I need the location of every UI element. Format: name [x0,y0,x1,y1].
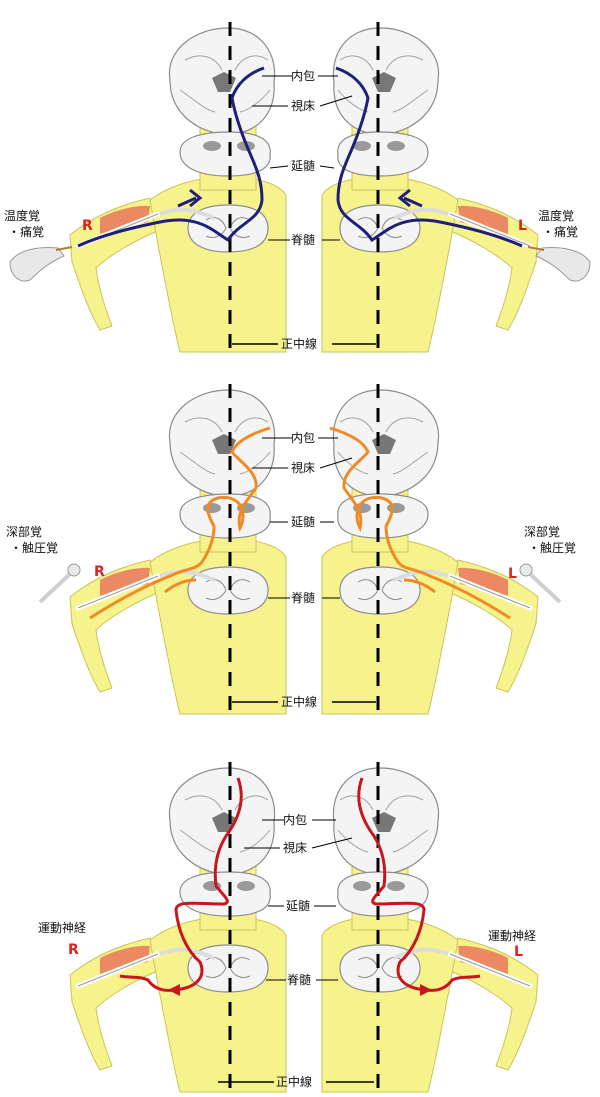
label-thalamus: 視床 [291,98,315,113]
label-right: R [68,942,79,958]
label-internal-capsule: 内包 [291,69,315,83]
sensation-label-left-line2: ・触圧覚 [528,541,576,555]
sensation-label-left-line2: ・痛覚 [542,224,578,239]
label-internal-capsule: 内包 [291,431,315,445]
label-right: R [94,564,105,580]
sensation-label-left-line1: 温度覚 [538,208,574,223]
label-spinal-cord: 脊髄 [287,972,311,987]
label-spinal-cord: 脊髄 [291,232,315,247]
pathway-right [77,66,265,248]
label-medulla: 延髄 [291,514,315,529]
label-left: L [508,566,517,582]
label-thalamus: 視床 [291,460,315,475]
label-group: 内包 視床 延髄 脊髄 正中線 R L 深部覚 ・触圧覚 深部覚 ・触圧覚 [6,431,576,709]
label-thalamus: 視床 [283,840,307,855]
pathway-right [119,777,243,992]
label-left: L [518,218,527,234]
label-left: L [514,944,523,960]
sensation-label-right-line1: 運動神経 [38,921,86,935]
sensation-label-right-line1: 温度覚 [4,208,40,223]
label-midline: 正中線 [281,336,317,351]
sensation-label-right-line1: 深部覚 [6,524,42,539]
figure-left-side [322,22,538,352]
label-medulla: 延髄 [286,898,310,913]
sensation-label-left-line1: 運動神経 [488,929,536,943]
pathway-right [89,426,271,620]
sensation-label-right-line2: ・痛覚 [8,224,44,239]
label-midline: 正中線 [281,694,317,709]
hand-stimulus-left [527,246,591,282]
pathway-left [335,66,523,248]
vibration-stimulus-left [519,563,562,604]
label-spinal-cord: 脊髄 [291,590,315,605]
figure-left-side [322,762,538,1092]
sensation-label-left-line1: 深部覚 [524,524,560,539]
label-midline: 正中線 [276,1074,312,1089]
hand-stimulus-right [9,246,73,282]
panel-motor: 内包 視床 延髄 脊髄 正中線 R L 運動神経 運動神経 [38,762,538,1092]
pathway-left [329,426,511,620]
label-group: 内包 視床 延髄 脊髄 正中線 R L 温度覚 ・痛覚 温度覚 ・痛覚 [4,69,578,351]
panel-deep-touch: 内包 視床 延髄 脊髄 正中線 R L 深部覚 ・触圧覚 深部覚 ・触圧覚 [6,384,576,714]
panel-pain-temperature: 内包 視床 延髄 脊髄 正中線 R L 温度覚 ・痛覚 温度覚 ・痛覚 [4,22,591,352]
label-internal-capsule: 内包 [283,813,307,827]
sensation-label-right-line2: ・触圧覚 [10,541,58,555]
figure-left-side [322,384,538,714]
label-medulla: 延髄 [291,158,315,173]
pathway-left [357,777,481,992]
vibration-stimulus-right [38,563,81,604]
label-right: R [82,218,93,234]
label-group: 内包 視床 延髄 脊髄 正中線 R L 運動神経 運動神経 [38,813,536,1089]
